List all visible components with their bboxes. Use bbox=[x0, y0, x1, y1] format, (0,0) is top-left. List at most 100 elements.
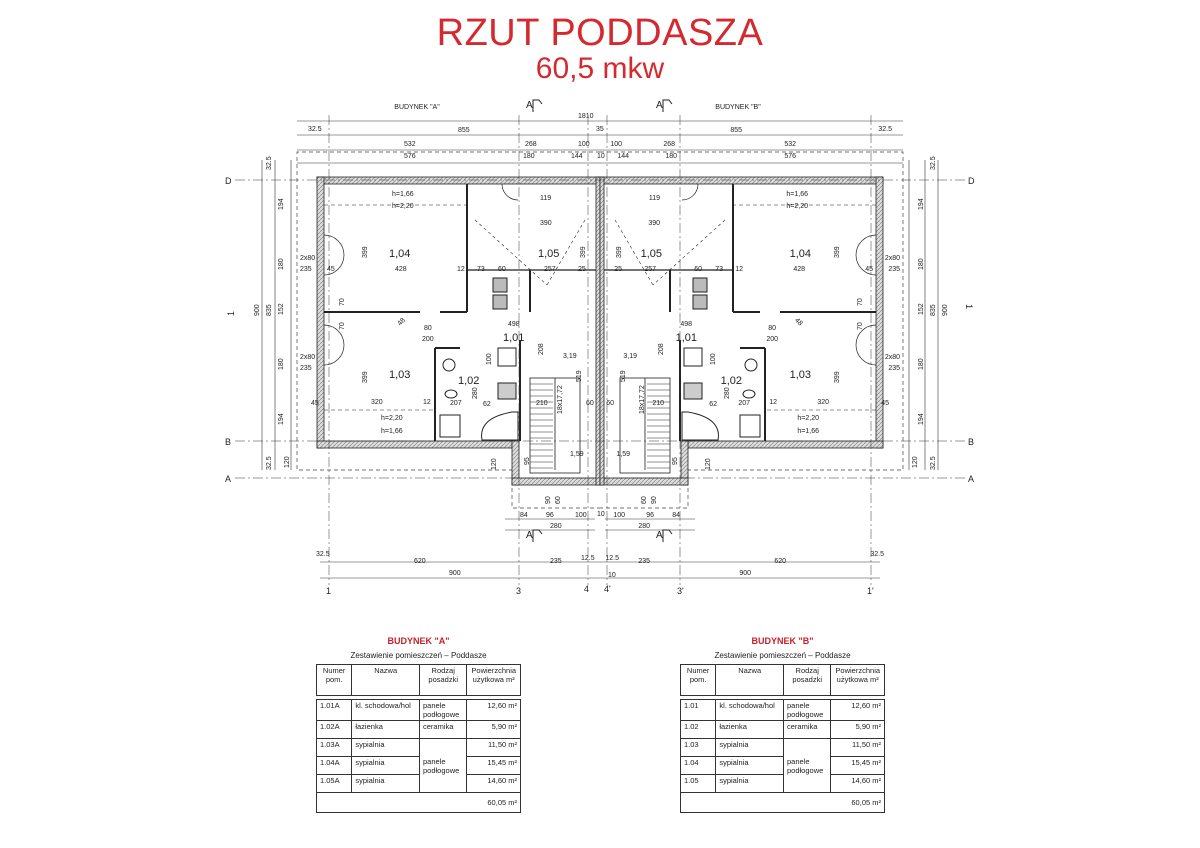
dim-855-b: 855 bbox=[730, 127, 742, 134]
dim-498-b: 498 bbox=[680, 321, 692, 328]
dim-70-a: 70 bbox=[339, 298, 346, 306]
dim-207: 207 bbox=[450, 400, 462, 407]
dim-100-bath-b: 100 bbox=[710, 353, 717, 365]
stove bbox=[497, 382, 517, 400]
room-area: 12,60 m² bbox=[466, 699, 521, 721]
stairs-spec: 18x17,72 bbox=[557, 385, 564, 414]
stairs-spec-b: 18x17,72 bbox=[639, 385, 646, 414]
dim-84-b: 84 bbox=[672, 512, 680, 519]
dim-bottom-10: 10 bbox=[597, 511, 605, 518]
dim-200-b: 200 bbox=[766, 336, 778, 343]
dim-120-b-b: 120 bbox=[705, 458, 712, 470]
dim-70-b: 70 bbox=[339, 322, 346, 330]
room-number: 1.05A bbox=[315, 774, 353, 793]
dim-320-b: 320 bbox=[817, 399, 829, 406]
dim-60-b-b: 60 bbox=[606, 400, 614, 407]
shower-tray bbox=[497, 347, 517, 367]
dim-532-b: 532 bbox=[784, 141, 796, 148]
dim-12-b: 12 bbox=[423, 399, 431, 406]
party-wall bbox=[595, 176, 601, 486]
dim-73-b: 73 bbox=[715, 266, 723, 273]
axis-d-right: D bbox=[968, 176, 975, 186]
dim-210: 210 bbox=[536, 400, 548, 407]
section-arrow-icon bbox=[532, 99, 543, 112]
room-area: 11,50 m² bbox=[466, 738, 521, 757]
dim-73: 73 bbox=[477, 266, 485, 273]
section-mark-top-a: A bbox=[526, 100, 533, 111]
dim-48-b: 48 bbox=[793, 317, 804, 328]
dim-100-bath: 100 bbox=[486, 353, 493, 365]
section-arrow-icon bbox=[662, 529, 673, 542]
stove bbox=[683, 382, 703, 400]
dim-835-b: 835 bbox=[930, 304, 937, 316]
level-1-59-b: 1,59 bbox=[616, 451, 630, 458]
dim-235: 235 bbox=[550, 558, 562, 565]
schedule-subtitle: Zestawienie pomieszczeń – Poddasze bbox=[350, 651, 487, 660]
dim-70-a-b: 70 bbox=[857, 298, 864, 306]
dim-60-b: 60 bbox=[641, 496, 648, 504]
header-name: Nazwa bbox=[351, 664, 420, 696]
dim-532: 532 bbox=[404, 141, 416, 148]
room-1-01: 1,01 bbox=[503, 332, 524, 344]
building-b-geometry bbox=[599, 151, 904, 509]
dim-268-b: 268 bbox=[663, 141, 675, 148]
floor-type: ceramika bbox=[782, 720, 832, 739]
room-number: 1.03A bbox=[315, 738, 353, 757]
dim-90-b: 90 bbox=[651, 496, 658, 504]
dim-207-b: 207 bbox=[738, 400, 750, 407]
dim-10: 10 bbox=[597, 153, 605, 160]
dim-119: 119 bbox=[540, 195, 551, 202]
dim-60-b: 60 bbox=[586, 400, 594, 407]
dim-900-bottom-b: 900 bbox=[739, 570, 751, 577]
dim-428: 428 bbox=[395, 266, 407, 273]
dim-180-a-b: 180 bbox=[918, 258, 925, 270]
room-area: 14,60 m² bbox=[466, 774, 521, 793]
dim-900-bottom: 900 bbox=[449, 570, 461, 577]
dim-208-b: 208 bbox=[658, 343, 665, 355]
room-name: sypialnia bbox=[715, 738, 784, 757]
room-name: łazienka bbox=[351, 720, 420, 739]
room-1-03: 1,03 bbox=[389, 369, 410, 381]
dim-280: 280 bbox=[550, 523, 562, 530]
exterior-wall bbox=[316, 176, 325, 449]
room-area: 15,45 m² bbox=[466, 756, 521, 775]
section-arrow-icon bbox=[532, 529, 543, 542]
dim-620-b: 620 bbox=[774, 558, 786, 565]
floor-type: panele podłogowe bbox=[782, 699, 832, 721]
floor-type: ceramika bbox=[418, 720, 468, 739]
dim-70-b-b: 70 bbox=[857, 322, 864, 330]
dim-428-b: 428 bbox=[793, 266, 805, 273]
dim-90: 90 bbox=[545, 496, 552, 504]
room-1-05: 1,05 bbox=[538, 248, 559, 260]
bathtub bbox=[681, 411, 719, 441]
dim-62: 62 bbox=[483, 401, 491, 408]
roof-hip-line bbox=[614, 219, 654, 286]
room-1-01-b: 1,01 bbox=[676, 332, 697, 344]
chimney bbox=[492, 294, 508, 310]
header-number: Numer pom. bbox=[315, 664, 353, 696]
dim-12-5: 12.5 bbox=[581, 555, 595, 562]
dim-62-b: 62 bbox=[709, 401, 717, 408]
dim-48: 48 bbox=[396, 317, 407, 328]
dim-96: 96 bbox=[546, 512, 554, 519]
room-schedule-a: BUDYNEK "A" Zestawienie pomieszczeń – Po… bbox=[315, 636, 521, 813]
dim-180-b: 180 bbox=[278, 358, 285, 370]
dim-519-b: 519 bbox=[620, 370, 627, 382]
door-235-bottom: 235 bbox=[300, 365, 312, 372]
balcony-door-bottom bbox=[323, 324, 345, 366]
section-mark-bottom-a: A bbox=[526, 530, 533, 541]
dim-280-bath-b: 280 bbox=[724, 387, 731, 399]
room-name: sypialnia bbox=[351, 738, 420, 757]
room-number: 1.05 bbox=[679, 774, 717, 793]
dim-32-5-bottom: 32.5 bbox=[266, 456, 273, 470]
total-area: 60,05 m² bbox=[316, 792, 521, 813]
room-number: 1.02 bbox=[679, 720, 717, 739]
dim-32-5-top: 32.5 bbox=[266, 156, 273, 170]
dim-total: 1810 bbox=[578, 113, 594, 120]
dim-45-a-b: 45 bbox=[865, 266, 873, 273]
balcony-door-top bbox=[323, 234, 345, 276]
